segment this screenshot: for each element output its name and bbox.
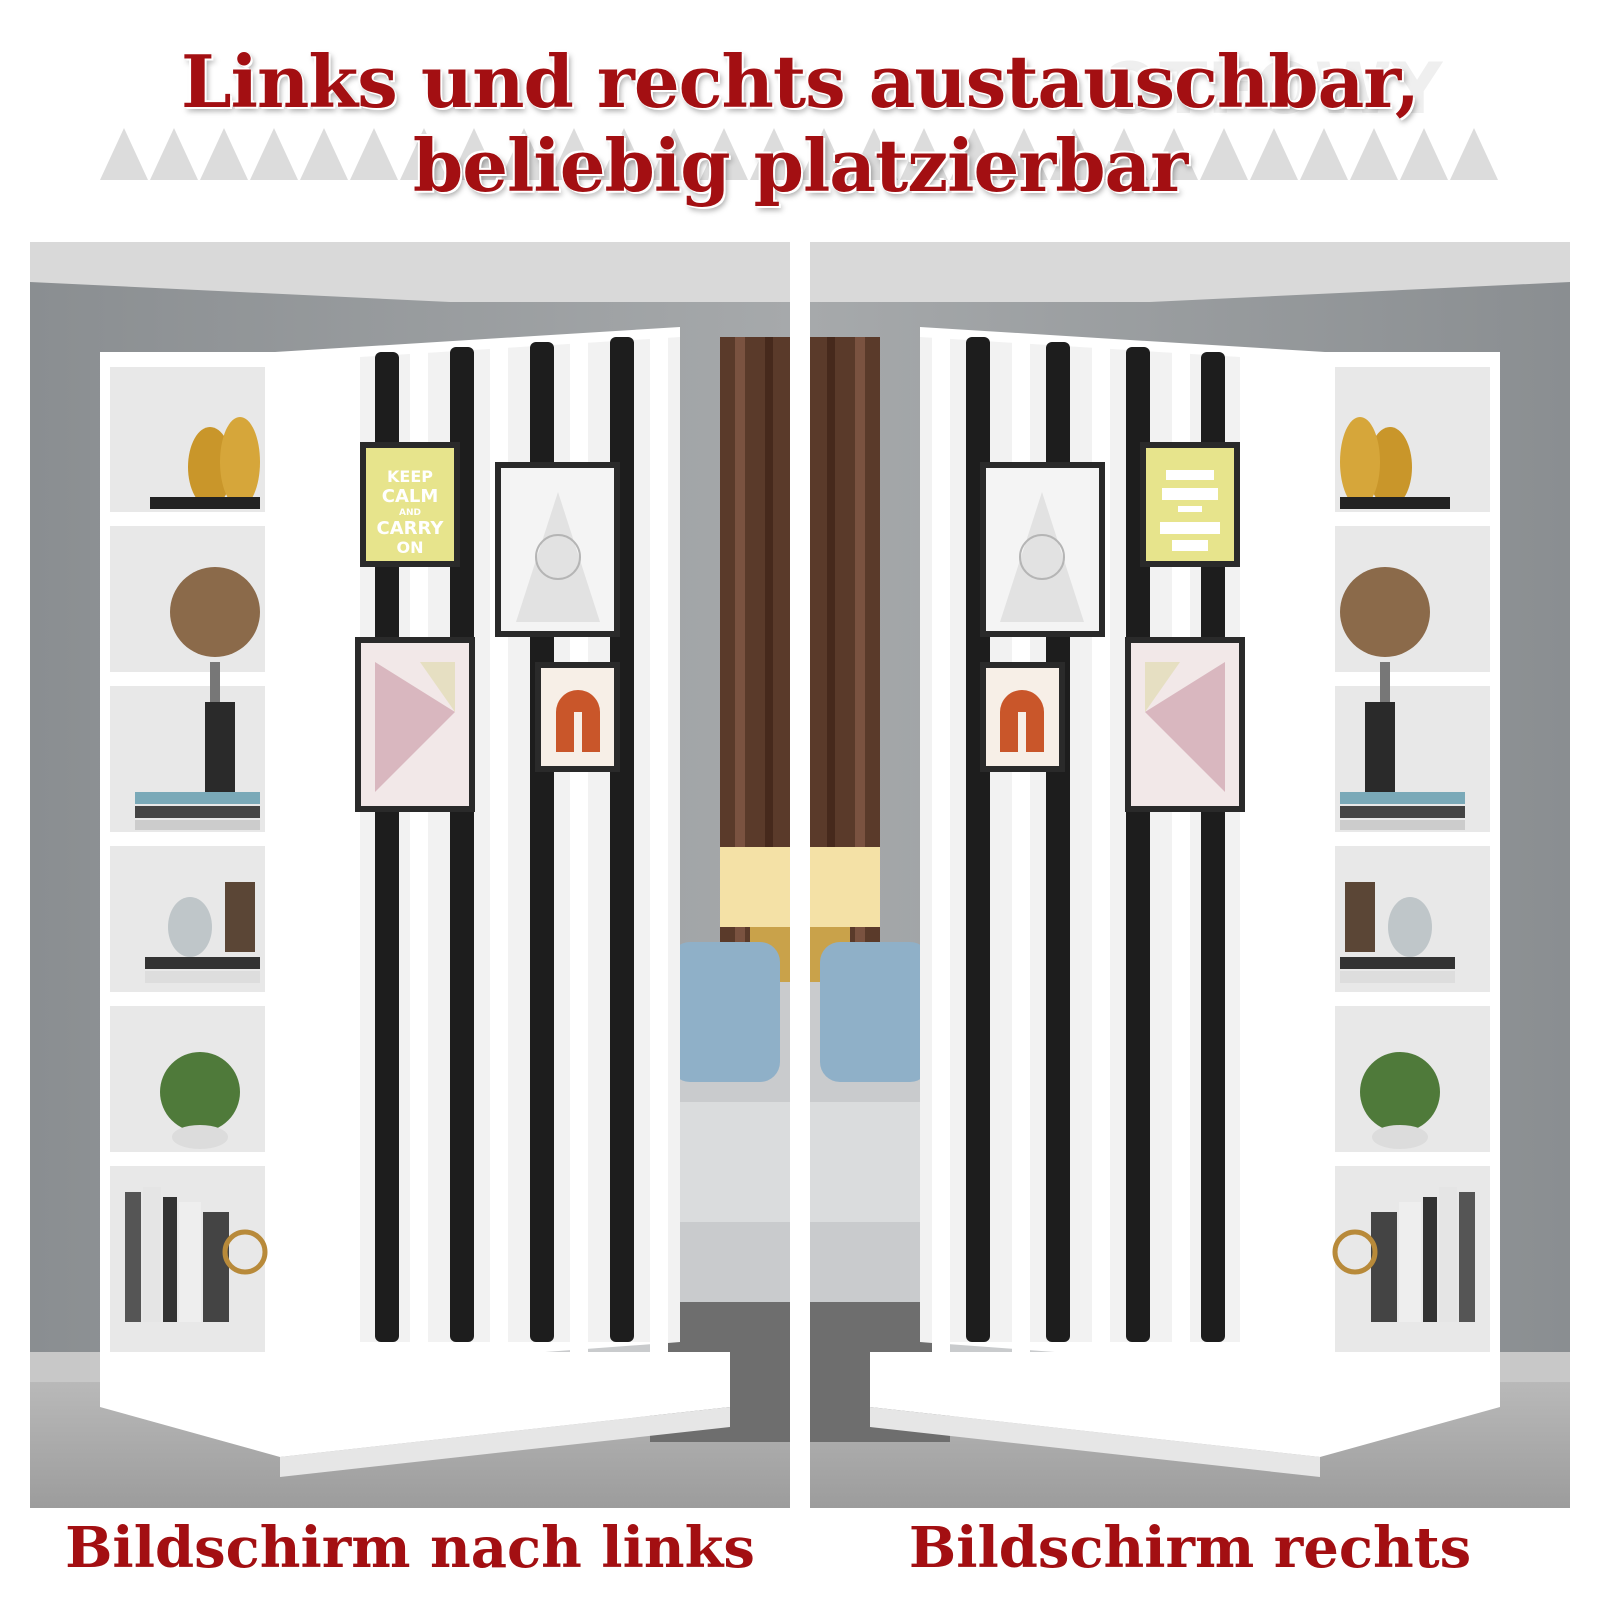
room-scene-left: KEEP CALM AND CARRY ON: [30, 242, 790, 1508]
poster-line-5: ON: [397, 538, 424, 557]
keep-calm-poster: [366, 448, 454, 561]
zigzag-pattern: [100, 128, 1498, 180]
poster-line-1: KEEP: [387, 467, 433, 486]
poster-line-3: AND: [399, 508, 421, 518]
caption-left: Bildschirm nach links: [65, 1515, 755, 1581]
product-photo-left: KEEP CALM AND CARRY ON: [30, 242, 790, 1508]
headline-line-2: beliebig platzierbar: [412, 123, 1188, 208]
poster-line-4: CARRY: [377, 518, 445, 539]
headline-line-1: Links und rechts austauschbar,: [181, 39, 1420, 124]
product-photo-right: [810, 242, 1570, 1508]
room-scene-right: [810, 242, 1570, 1508]
watermark-text: OTFOWY: [1100, 48, 1443, 130]
poster-line-2: CALM: [382, 486, 439, 507]
caption-right: Bildschirm rechts: [908, 1515, 1472, 1581]
headline: Links und rechts austauschbar, beliebig …: [0, 40, 1600, 208]
mirrored-poster-lettering: [1160, 470, 1220, 551]
